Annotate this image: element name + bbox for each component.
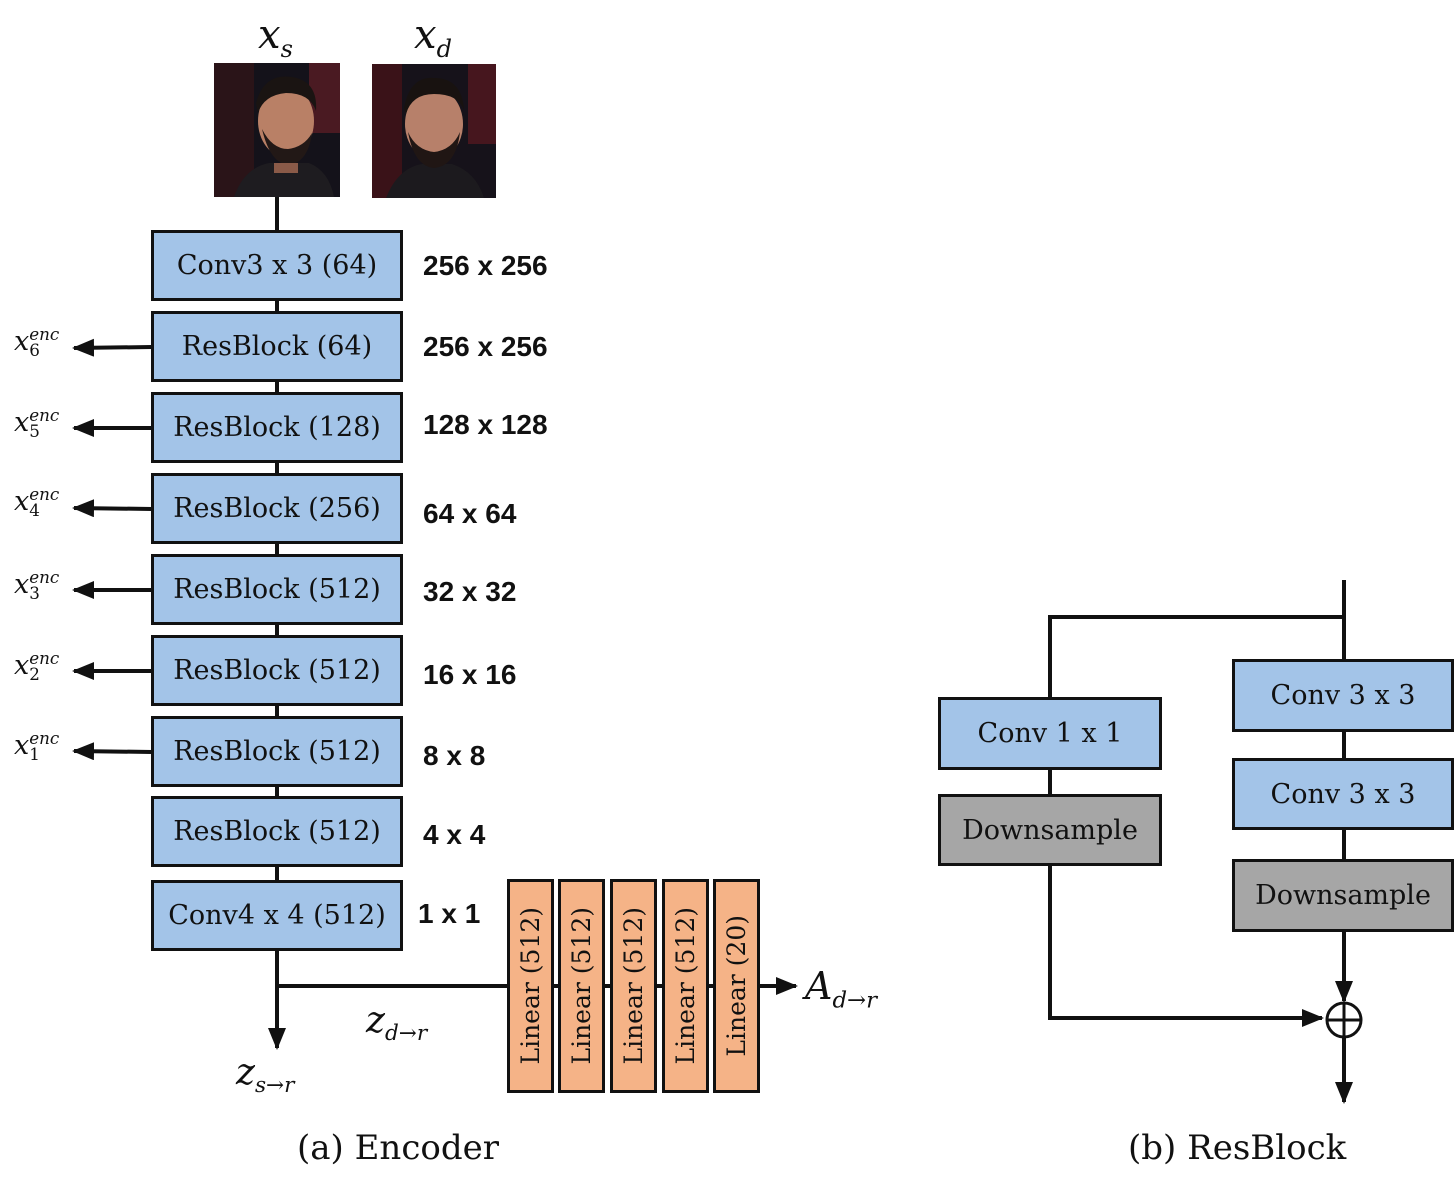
resolution-label: 8 x 8	[423, 740, 486, 771]
resblock-conv3x3-2: Conv 3 x 3	[1232, 758, 1454, 830]
resblock-conv3x3-1: Conv 3 x 3	[1232, 659, 1454, 732]
linear-layer-1: Linear (512)	[507, 879, 554, 1093]
source-image-label: xs	[258, 12, 293, 63]
resblock-skip-downsample: Downsample	[938, 794, 1162, 866]
linear-layer-2: Linear (512)	[558, 879, 605, 1093]
skip-arrow-4	[72, 499, 153, 518]
res-skip-arrow	[1048, 864, 1324, 1027]
encoder-block-resblock-512-b: ResBlock (512)	[151, 635, 403, 706]
a-label: Ad→r	[805, 964, 878, 1014]
source-face-image	[214, 63, 340, 197]
linear-layer-5: Linear (20)	[713, 879, 760, 1093]
resolution-label: 64 x 64	[423, 498, 517, 529]
z-s-label: zs→r	[236, 1052, 295, 1099]
encoder-block-resblock-512-d: ResBlock (512)	[151, 796, 403, 867]
encoder-caption: (a) Encoder	[297, 1128, 499, 1168]
resblock-conv1x1: Conv 1 x 1	[938, 697, 1162, 770]
encoder-block-resblock-64: ResBlock (64)	[151, 311, 403, 382]
resolution-label: 256 x 256	[423, 331, 548, 362]
skip-arrow-6	[72, 338, 153, 357]
resblock-caption: (b) ResBlock	[1128, 1128, 1347, 1168]
resolution-label: 128 x 128	[423, 409, 548, 440]
driving-image-label: xd	[414, 12, 452, 63]
resolution-label: 1 x 1	[418, 898, 481, 929]
encoder-block-conv4x4: Conv4 x 4 (512)	[151, 880, 403, 951]
encoder-block-conv3x3: Conv3 x 3 (64)	[151, 230, 403, 301]
resolution-label: 256 x 256	[423, 250, 548, 281]
resolution-label: 4 x 4	[423, 819, 486, 850]
encoder-block-resblock-128: ResBlock (128)	[151, 392, 403, 463]
resolution-label: 32 x 32	[423, 576, 517, 607]
resolution-label: 16 x 16	[423, 659, 517, 690]
linear-layer-4: Linear (512)	[662, 879, 709, 1093]
z-d-label: zd→r	[366, 1000, 428, 1047]
skip-arrow-1	[72, 742, 153, 761]
res-skip-branch	[1048, 615, 1344, 700]
encoder-block-resblock-256: ResBlock (256)	[151, 473, 403, 544]
resblock-main-downsample: Downsample	[1232, 859, 1454, 932]
encoder-block-resblock-512-c: ResBlock (512)	[151, 716, 403, 787]
encoder-block-resblock-512-a: ResBlock (512)	[151, 554, 403, 625]
linear-layer-3: Linear (512)	[610, 879, 657, 1093]
driving-face-image	[372, 64, 496, 198]
